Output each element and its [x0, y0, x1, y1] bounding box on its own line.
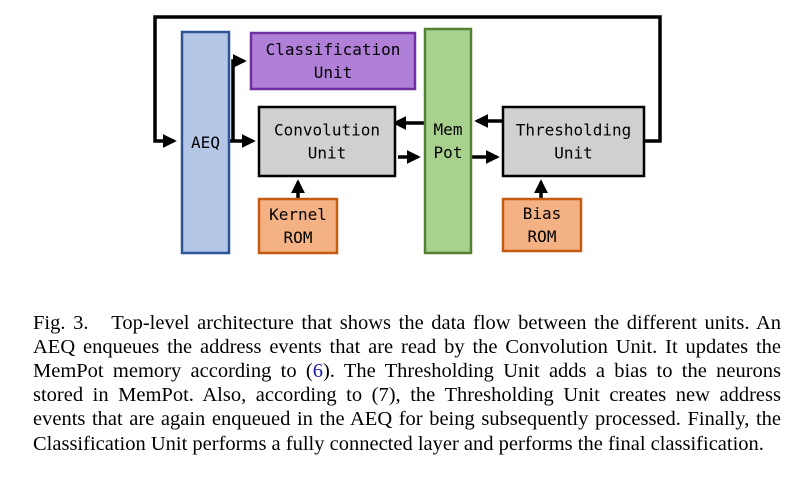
- aeq-label: AEQ: [191, 133, 220, 152]
- kernel-rom-box: [257, 197, 339, 255]
- caption-text-part-1: Top-level architecture that shows the da…: [33, 311, 782, 382]
- figure-caption: Fig. 3. Top-level architecture that show…: [33, 311, 781, 456]
- block-label-line: Bias: [523, 204, 562, 223]
- block-label-line: AEQ: [191, 133, 220, 152]
- block-label-line: Mem: [434, 120, 463, 139]
- aeq-box: [180, 30, 231, 255]
- block-label-line: Unit: [308, 144, 347, 163]
- caption-label: Fig. 3.: [33, 311, 89, 334]
- block-label-line: Unit: [314, 63, 353, 82]
- thresholding-unit-box: [501, 105, 646, 178]
- block-label-line: Classification: [266, 40, 401, 59]
- aeq-block: AEQ: [180, 30, 231, 255]
- classification-unit-box: [249, 31, 417, 91]
- block-label-line: ROM: [284, 228, 313, 247]
- aeq-to-classification-arrow: [231, 54, 247, 141]
- caption-text-part-2: ). The Thresholding Unit adds a bias to …: [33, 359, 782, 455]
- mempot-box: [423, 27, 473, 255]
- block-label-line: Thresholding: [516, 121, 632, 140]
- block-label-line: ROM: [528, 227, 557, 246]
- feedback-arrow: [153, 15, 662, 148]
- block-label-line: Convolution: [274, 121, 380, 140]
- block-label-line: Unit: [554, 144, 593, 163]
- convolution-unit-box: [257, 105, 397, 178]
- connections: [153, 15, 662, 199]
- bias-rom-box: [501, 197, 583, 253]
- block-label-line: Kernel: [269, 205, 327, 224]
- equation-reference-link[interactable]: 6: [312, 359, 323, 382]
- block-label-line: Pot: [434, 143, 463, 162]
